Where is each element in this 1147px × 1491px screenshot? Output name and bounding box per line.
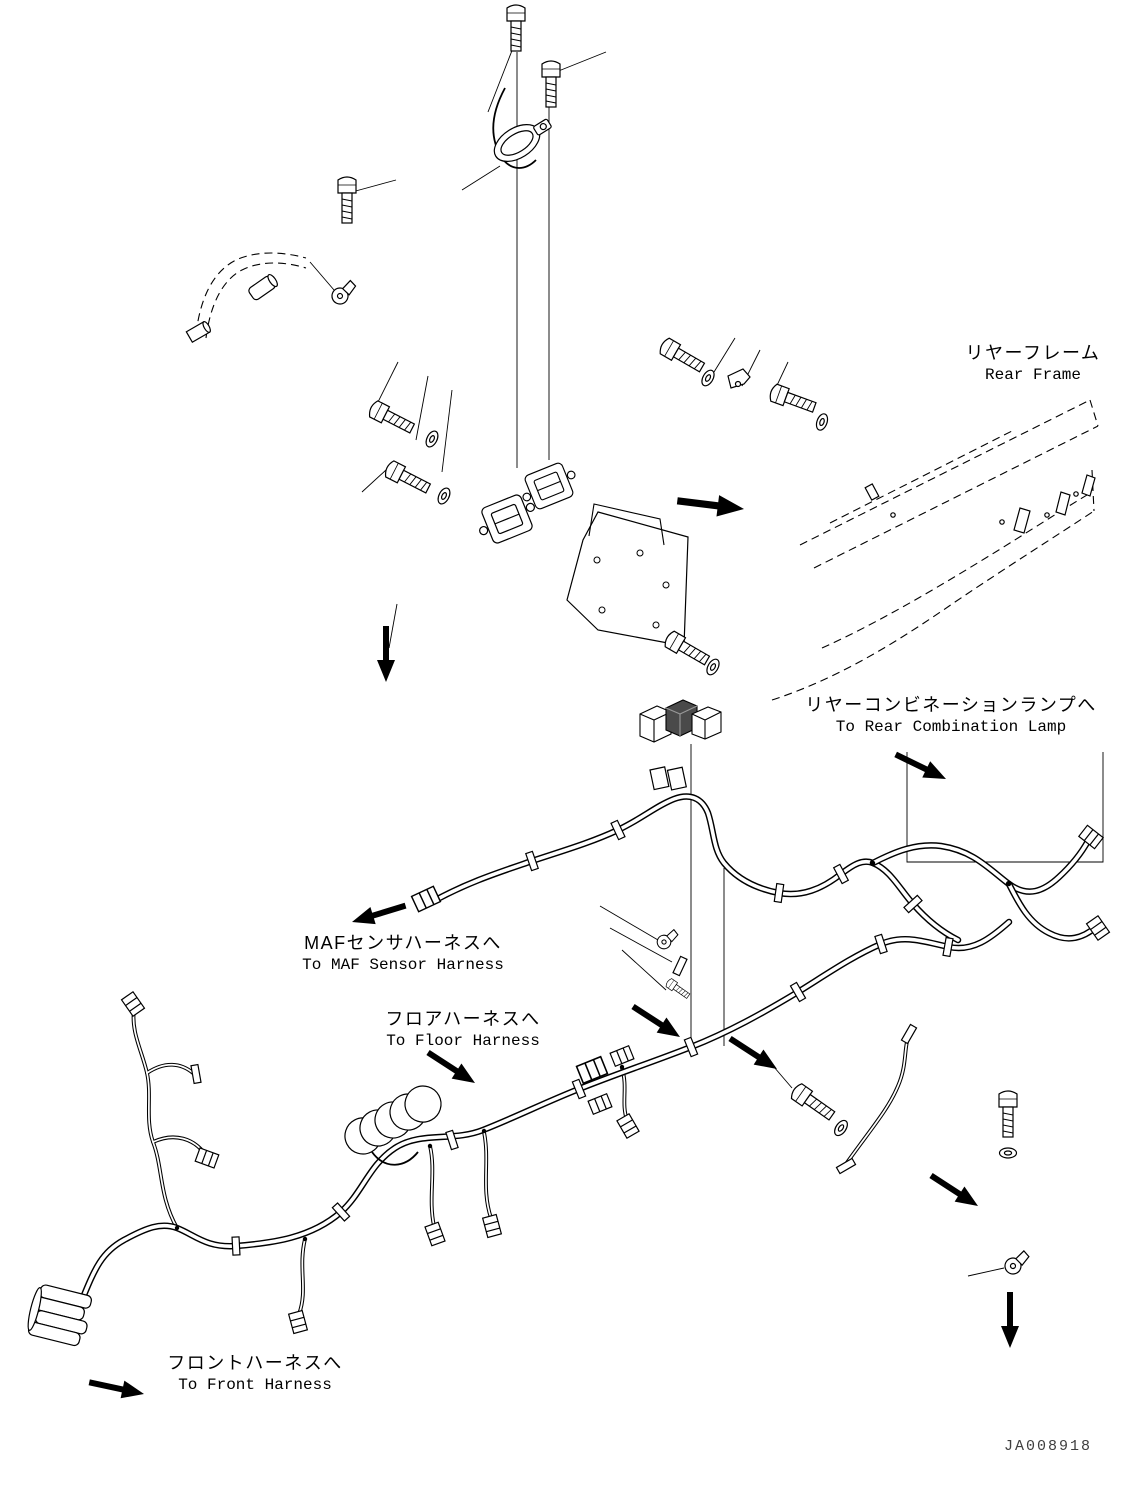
label-rear-frame: リヤーフレーム Rear Frame [966, 342, 1101, 387]
wire-clip [727, 368, 751, 389]
label-floor-harness-en: To Floor Harness [386, 1032, 540, 1051]
label-rear-frame-en: Rear Frame [984, 366, 1082, 385]
bolt [506, 4, 526, 52]
mounting-bracket-assembly [479, 462, 689, 647]
label-rear-combination-lamp-en: To Rear Combination Lamp [835, 718, 1067, 737]
down-arrow [1001, 1292, 1019, 1348]
hose-end-fitting [185, 320, 211, 344]
bolt [541, 60, 561, 108]
coil-tail-wire [371, 1151, 419, 1166]
label-rear-combination-lamp-jp: リヤーコンビネーションランプへ [805, 695, 1097, 715]
assembly-arrow [675, 490, 746, 520]
branch-arrow [628, 998, 685, 1045]
branch-arrow [926, 1167, 983, 1214]
label-front-harness: フロントハーネスへ To Front Harness [167, 1352, 343, 1397]
label-maf-sensor-harness: MAFセンサハーネスへ To MAF Sensor Harness [302, 932, 504, 977]
hose-assembly [185, 252, 361, 344]
label-floor-harness: フロアハーネスへ To Floor Harness [385, 1008, 540, 1053]
rear-lamp-region-box [906, 752, 1104, 863]
bolt [337, 176, 357, 224]
washer [813, 411, 831, 433]
rear-frame-outline [771, 399, 1099, 701]
label-floor-harness-jp: フロアハーネスへ [385, 1009, 541, 1029]
washer [831, 1117, 851, 1139]
front-arrow [87, 1373, 146, 1403]
mounting-bracket [566, 511, 689, 647]
branch-wires [131, 1008, 912, 1316]
hose-clip [328, 278, 361, 307]
harness-connectors [120, 824, 1111, 1335]
harness-junctions [174, 860, 1012, 1242]
bolt [382, 458, 433, 498]
harness-clip [1001, 1249, 1034, 1277]
rear-frame-clips [864, 474, 1096, 534]
bolt [998, 1090, 1018, 1138]
label-front-harness-en: To Front Harness [178, 1376, 332, 1395]
relay-block [639, 699, 722, 743]
washer [698, 367, 718, 389]
bolt [767, 382, 818, 417]
washer [435, 485, 453, 507]
bolt [788, 1081, 838, 1124]
harness-wrap-coil [344, 1085, 442, 1155]
sleeve [248, 273, 278, 301]
maf-branch-connector [410, 885, 442, 913]
branch-arrow [725, 1030, 782, 1077]
small-clip-cluster [654, 928, 692, 1001]
bolt [366, 398, 417, 438]
label-maf-sensor-harness-en: To MAF Sensor Harness [302, 956, 504, 975]
harness-relay-connectors [649, 766, 688, 791]
down-arrow [377, 626, 395, 682]
label-maf-sensor-harness-jp: MAFセンサハーネスへ [304, 933, 502, 953]
drawing-number: JA008918 [1004, 1438, 1093, 1455]
bolt [662, 629, 713, 669]
washer [423, 428, 441, 450]
wire-clamp [493, 118, 552, 162]
washer [998, 1147, 1018, 1159]
bolt [657, 336, 708, 376]
bracket-connector [479, 494, 535, 544]
harness-band-clips [190, 819, 954, 1256]
label-rear-combination-lamp: リヤーコンビネーションランプへ To Rear Combination Lamp [805, 694, 1097, 739]
bracket-connector [522, 462, 576, 510]
label-front-harness-jp: フロントハーネスへ [167, 1353, 343, 1373]
front-harness-connector-stack [27, 1284, 92, 1347]
rear-lamp-arrow [891, 746, 950, 788]
maf-arrow [349, 897, 409, 931]
bracket-tab [588, 503, 665, 546]
label-rear-frame-jp: リヤーフレーム [965, 343, 1101, 363]
main-harness [60, 922, 1009, 1338]
